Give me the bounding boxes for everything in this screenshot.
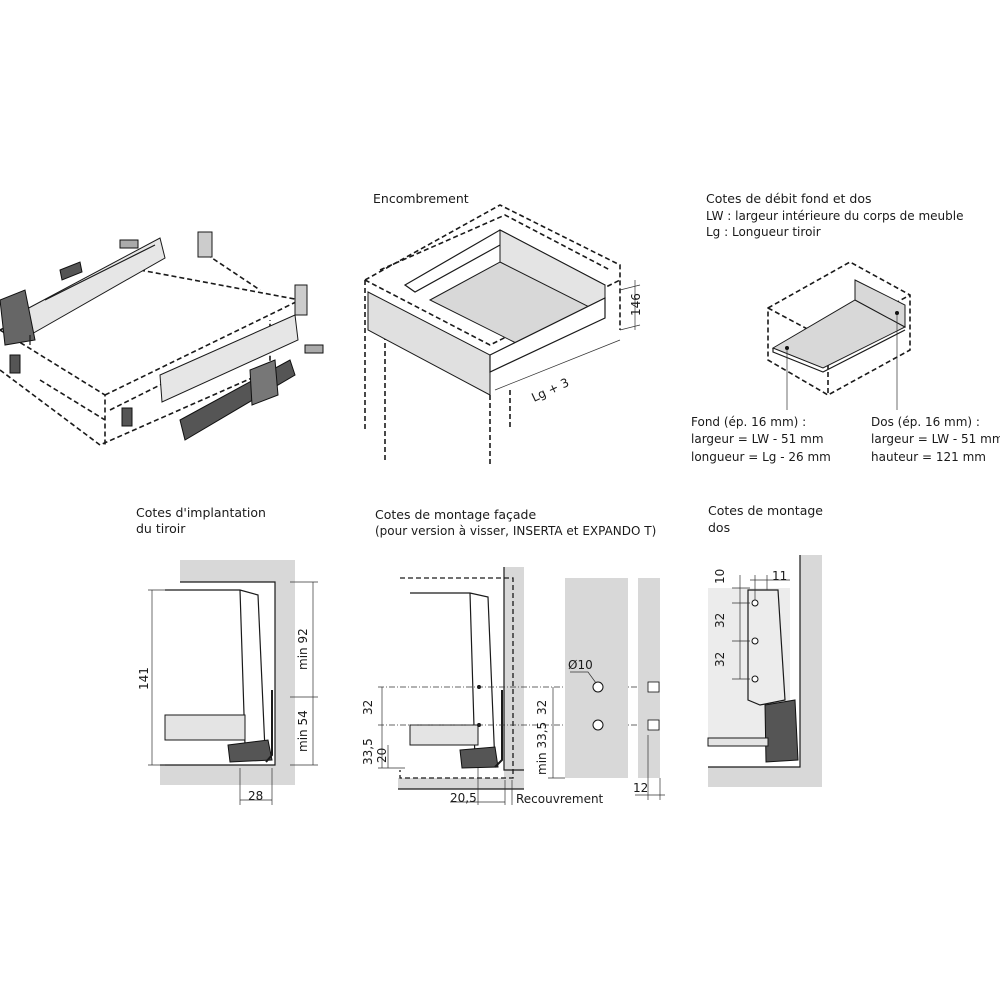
facade-dim-12: 12	[633, 781, 648, 795]
dos-drawing	[707, 555, 822, 787]
facade-dim-32-right: 32	[535, 700, 549, 715]
facade-subtitle: (pour version à visser, INSERTA et EXPAN…	[375, 524, 656, 538]
facade-dim-20-5: 20,5	[450, 791, 477, 805]
implantation-lower-dim: min 54	[296, 710, 310, 752]
implantation-depth-dim: 28	[248, 789, 263, 803]
dos-title-line1: Cotes de montage	[708, 503, 823, 518]
dos-dimensions: Dos (ép. 16 mm) : largeur = LW - 51 mm h…	[871, 415, 1000, 464]
dos-title-line2: dos	[708, 520, 730, 535]
dos-dim-10: 10	[713, 569, 727, 584]
svg-text:Fond (ép. 16 mm) :: Fond (ép. 16 mm) :	[691, 415, 806, 429]
facade-overlay-label: Recouvrement	[516, 792, 604, 806]
debit-lw-definition: LW : largeur intérieure du corps de meub…	[706, 209, 963, 223]
implantation-title-line1: Cotes d'implantation	[136, 505, 266, 520]
encombrement-height-dim: 146	[629, 293, 643, 316]
dos-dim-32-lower: 32	[713, 652, 727, 667]
facade-dim-20: 20	[375, 748, 389, 763]
facade-title: Cotes de montage façade	[375, 507, 536, 522]
implantation-drawing	[148, 560, 318, 805]
facade-drawing	[378, 567, 665, 805]
debit-lg-definition: Lg : Longueur tiroir	[706, 225, 821, 239]
svg-text:hauteur = 121 mm: hauteur = 121 mm	[871, 450, 986, 464]
facade-hole-diameter: Ø10	[568, 658, 593, 672]
dos-dim-32-upper: 32	[713, 613, 727, 628]
exploded-drawer-assembly	[0, 231, 324, 446]
fond-dimensions: Fond (ép. 16 mm) : largeur = LW - 51 mm …	[691, 415, 831, 464]
svg-text:Dos (ép. 16 mm) :: Dos (ép. 16 mm) :	[871, 415, 980, 429]
debit-drawing	[767, 261, 911, 410]
encombrement-drawing	[364, 204, 641, 465]
facade-dim-min-33-5: min 33,5	[535, 722, 549, 775]
left-drawer-side	[0, 237, 166, 374]
rear-brackets	[119, 231, 324, 354]
implantation-title-line2: du tiroir	[136, 521, 186, 536]
facade-dim-32: 32	[361, 700, 375, 715]
dos-dim-11: 11	[772, 569, 787, 583]
encombrement-title: Encombrement	[373, 191, 469, 206]
svg-text:longueur = Lg - 26 mm: longueur = Lg - 26 mm	[691, 450, 831, 464]
svg-text:largeur = LW - 51 mm: largeur = LW - 51 mm	[691, 432, 824, 446]
encombrement-length-dim: Lg + 3	[529, 375, 571, 404]
right-drawer-side	[121, 314, 299, 441]
debit-title: Cotes de débit fond et dos	[706, 191, 872, 206]
facade-dim-33-5: 33,5	[361, 738, 375, 765]
svg-text:largeur = LW - 51 mm: largeur = LW - 51 mm	[871, 432, 1000, 446]
implantation-upper-dim: min 92	[296, 628, 310, 670]
implantation-height-dim: 141	[137, 667, 151, 690]
